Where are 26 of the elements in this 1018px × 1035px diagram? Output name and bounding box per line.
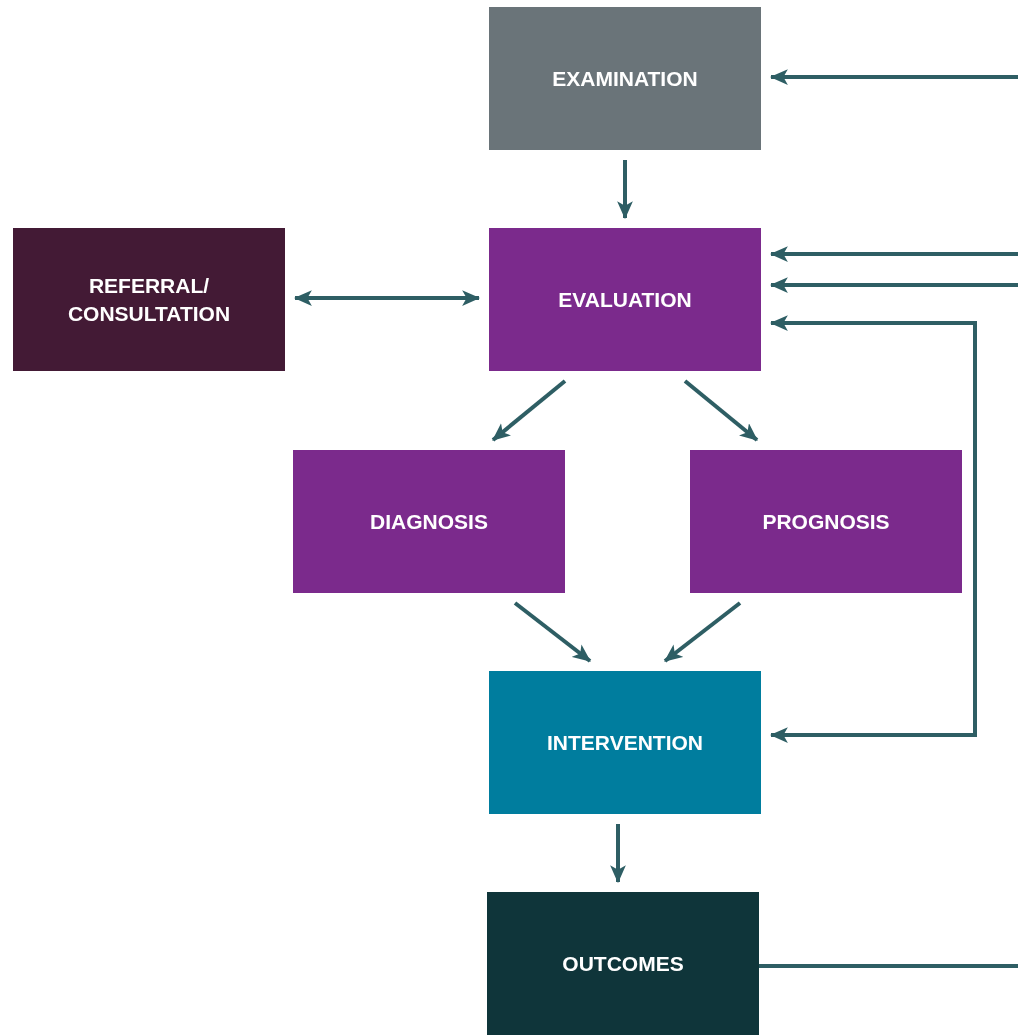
process-box	[489, 228, 761, 371]
arrow	[513, 601, 592, 663]
box-label: EVALUATION	[558, 286, 692, 313]
arrow	[769, 277, 1018, 293]
process-box	[487, 892, 759, 1035]
box-label: OUTCOMES	[562, 950, 684, 977]
arrow	[769, 315, 977, 743]
box-label: PROGNOSIS	[762, 508, 890, 535]
connector-line	[759, 964, 1018, 968]
box-label: EXAMINATION	[552, 65, 698, 92]
arrow	[491, 379, 567, 442]
arrow	[769, 246, 1018, 262]
process-box	[690, 450, 962, 593]
arrow	[617, 160, 633, 220]
process-box	[489, 671, 761, 814]
arrow	[293, 290, 481, 306]
arrow	[683, 379, 759, 442]
arrow	[769, 69, 1018, 85]
box-label: INTERVENTION	[547, 729, 703, 756]
process-box	[489, 7, 761, 150]
box-label: REFERRAL/ CONSULTATION	[66, 273, 232, 327]
arrow	[610, 824, 626, 884]
arrow	[663, 601, 742, 663]
process-box	[293, 450, 565, 593]
box-label: DIAGNOSIS	[370, 508, 488, 535]
process-box	[13, 228, 285, 371]
